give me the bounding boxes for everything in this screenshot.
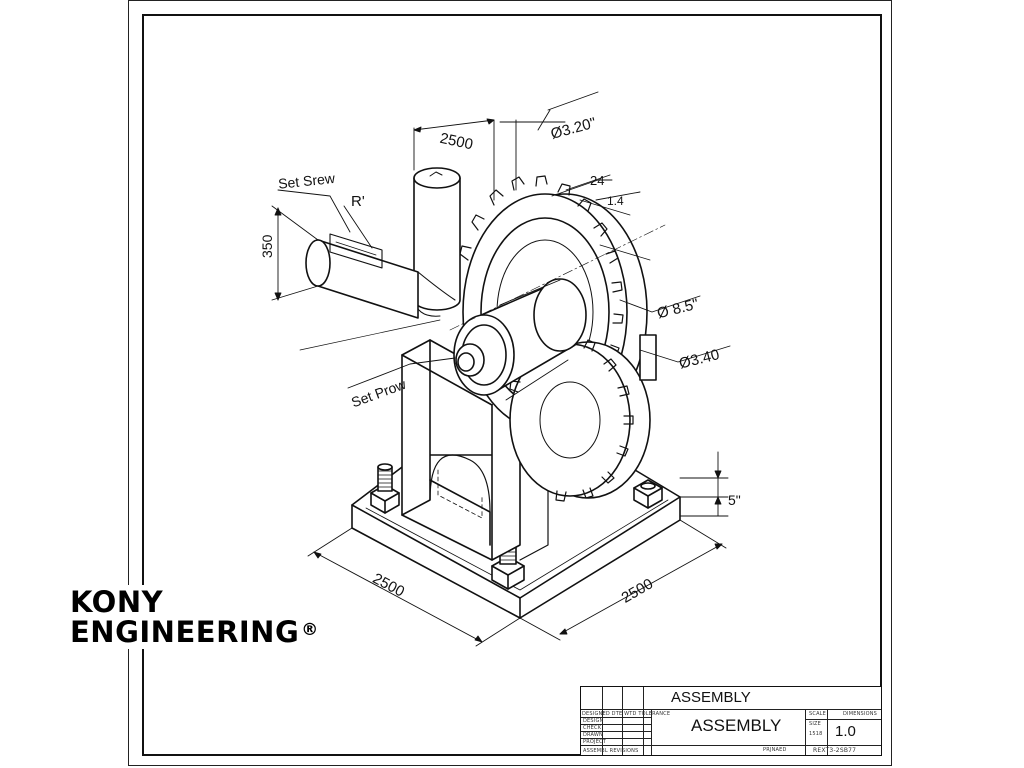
tb-name: ASSEMBLY bbox=[691, 716, 782, 735]
dim-hub-diameter: Ø3.40 bbox=[677, 346, 721, 372]
tb-drawn-label: PRJNAED bbox=[763, 747, 787, 753]
tb-row-drawn: DRAWN bbox=[583, 732, 603, 738]
tb-row-design: DESIGN bbox=[583, 718, 604, 724]
dim-base-height: 5" bbox=[728, 492, 741, 508]
title-block: ASSEMBLY ASSEMBLY DESIGNED DTE WTD TOLER… bbox=[580, 686, 882, 756]
dim-height-left: 350 bbox=[259, 234, 275, 258]
tb-row-project: PROJECT bbox=[583, 739, 607, 745]
tb-divider bbox=[581, 738, 651, 739]
dim-gear-diameter: Ø 8.5" bbox=[655, 296, 700, 323]
dimension-lines bbox=[271, 91, 731, 647]
tb-drawing-number: REXT3-2SB77 bbox=[813, 747, 857, 754]
tb-divider bbox=[622, 687, 623, 755]
tb-divider bbox=[602, 687, 603, 755]
tb-material-label: DIMENSIONS bbox=[843, 711, 878, 717]
tb-divider bbox=[581, 709, 881, 710]
tb-footer-left: ASSEMBL REVISIONS bbox=[583, 748, 639, 754]
u-frame-bracket bbox=[401, 339, 549, 561]
logo-line-2: ENGINEERING® bbox=[70, 617, 319, 647]
base-plate bbox=[351, 454, 681, 619]
tb-divider bbox=[805, 709, 806, 755]
dim-base-width-right: 2500 bbox=[619, 575, 656, 606]
dim-base-width-left: 2500 bbox=[370, 570, 407, 601]
callout-set-prow: Set Prow bbox=[349, 376, 409, 411]
dim-shaft-diameter: Ø3.20" bbox=[549, 114, 598, 142]
tb-scale-label: SCALE bbox=[809, 711, 827, 717]
small-gear bbox=[509, 332, 651, 502]
logo-line-1: KONY bbox=[70, 585, 164, 619]
tb-divider bbox=[581, 724, 651, 725]
dim-gear-pitch: 1.4 bbox=[607, 194, 624, 208]
tb-divider bbox=[651, 709, 652, 755]
tb-divider bbox=[581, 745, 881, 746]
callout-set-screw: Set Srew bbox=[277, 170, 336, 192]
tb-size-value: 1518 bbox=[809, 731, 823, 737]
tb-divider bbox=[827, 709, 828, 755]
vertical-shaft bbox=[413, 167, 461, 317]
tb-divider bbox=[581, 717, 651, 718]
hub bbox=[453, 278, 657, 401]
tb-drawn-header: DESIGNED DTE WTD TOLERANCE bbox=[582, 711, 671, 717]
tb-title: ASSEMBLY bbox=[671, 689, 751, 706]
sheet-inner-border bbox=[142, 14, 882, 756]
tb-divider bbox=[581, 731, 651, 732]
tb-size-label: SIZE bbox=[809, 721, 822, 727]
dim-gear-offset: 24 bbox=[590, 173, 604, 188]
logo-line-2-text: ENGINEERING bbox=[70, 615, 300, 649]
sheet-outer-border bbox=[128, 0, 892, 766]
horizontal-shaft bbox=[305, 233, 456, 319]
registered-mark: ® bbox=[301, 620, 319, 640]
callout-radius: R' bbox=[351, 193, 365, 210]
tb-revision: 1.0 bbox=[835, 723, 856, 740]
tb-divider bbox=[805, 719, 881, 720]
dim-shaft-length: 2500 bbox=[438, 130, 474, 154]
company-logo: KONY ENGINEERING® bbox=[70, 585, 323, 649]
tb-divider bbox=[643, 687, 644, 755]
tb-row-check: CHECK bbox=[583, 725, 602, 731]
